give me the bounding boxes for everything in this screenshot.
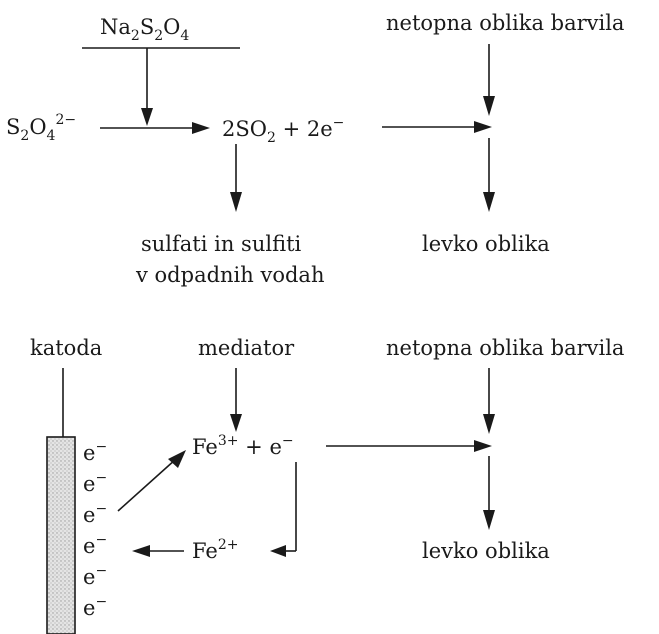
- electron-label: e−: [83, 470, 107, 496]
- insoluble-dye-arrowhead-bottom: [483, 414, 495, 434]
- top-scheme: Na2S2O4 S2O42− 2SO2 + 2e− sulfati in sul…: [6, 11, 624, 287]
- iron-iii-label: Fe3+ + e−: [192, 433, 294, 459]
- reagent-arrowhead: [141, 108, 153, 126]
- cathode-electrode: [46, 436, 76, 634]
- insoluble-dye-label-bottom: netopna oblika barvila: [386, 336, 624, 360]
- mediator-label: mediator: [198, 336, 295, 360]
- bottom-scheme: katoda e− e− e− e− e− e− mediator Fe3+ +…: [30, 336, 624, 634]
- dithionite-arrowhead: [192, 122, 210, 134]
- electrons-to-dye-arrowhead: [474, 121, 492, 133]
- insoluble-dye-label-top: netopna oblika barvila: [386, 11, 624, 35]
- waste-label-line1: sulfati in sulfiti: [141, 232, 302, 256]
- waste-arrowhead: [230, 192, 242, 212]
- leuco-arrowhead-top: [483, 192, 495, 212]
- electron-label: e−: [83, 501, 107, 527]
- sulfur-dioxide-electrons-label: 2SO2 + 2e−: [222, 115, 344, 146]
- dithionite-ion-label: S2O42−: [6, 112, 76, 144]
- sodium-dithionite-label: Na2S2O4: [100, 15, 189, 44]
- insoluble-dye-arrowhead-top: [483, 96, 495, 116]
- leuco-form-label-bottom: levko oblika: [422, 539, 550, 563]
- electron-label: e−: [83, 563, 107, 589]
- electron-transfer-arrow-line: [117, 458, 177, 512]
- fe3-to-dye-arrowhead: [474, 440, 492, 452]
- cathode-label: katoda: [30, 336, 102, 360]
- electron-label: e−: [83, 532, 107, 558]
- electron-label: e−: [83, 439, 107, 465]
- electron-label: e−: [83, 594, 107, 620]
- electron-transfer-arrowhead: [168, 450, 186, 468]
- electron-column: e− e− e− e− e− e−: [83, 439, 107, 620]
- leuco-form-label-top: levko oblika: [422, 232, 550, 256]
- leuco-arrowhead-bottom: [483, 510, 495, 530]
- fe2-to-cathode-arrowhead: [132, 545, 150, 557]
- iron-ii-label: Fe2+: [192, 537, 239, 563]
- waste-label-line2: v odpadnih vodah: [135, 263, 324, 287]
- regeneration-arrowhead: [270, 545, 286, 557]
- mediator-arrowhead: [230, 414, 242, 432]
